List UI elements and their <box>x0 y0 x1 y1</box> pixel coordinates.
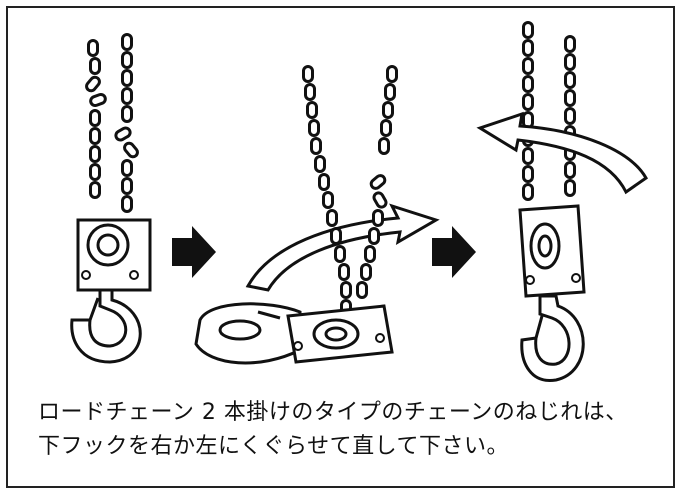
instruction-caption: ロードチェーン 2 本掛けのタイプのチェーンのねじれは、 下フックを右か左にくぐ… <box>38 396 668 464</box>
hoist-body <box>518 204 586 298</box>
load-chain-left <box>83 39 109 199</box>
load-chain-right <box>564 35 576 197</box>
caption-line-2: 下フックを右か左にくぐらせて直して下さい。 <box>38 434 509 459</box>
corrected-hoist-figure <box>476 21 648 382</box>
hook-passing-hoist-figure <box>194 65 440 365</box>
load-chain-left <box>302 65 352 335</box>
load-chain-right <box>356 65 398 299</box>
step-arrow-1 <box>172 226 216 278</box>
step-arrow-2 <box>432 226 476 278</box>
bottom-hook <box>194 302 302 365</box>
load-chain-right <box>112 33 141 213</box>
caption-line-1: ロードチェーン 2 本掛けのタイプのチェーンのねじれは、 <box>38 400 628 425</box>
curved-arrow-right-icon <box>245 203 440 292</box>
curved-arrow-left-icon <box>476 111 648 195</box>
hoist-body <box>286 304 394 364</box>
bottom-hook <box>520 294 585 382</box>
bottom-hook <box>70 288 142 364</box>
hoist-body <box>76 218 152 292</box>
load-chain-left <box>522 21 534 201</box>
twisted-hoist-figure <box>70 33 152 364</box>
